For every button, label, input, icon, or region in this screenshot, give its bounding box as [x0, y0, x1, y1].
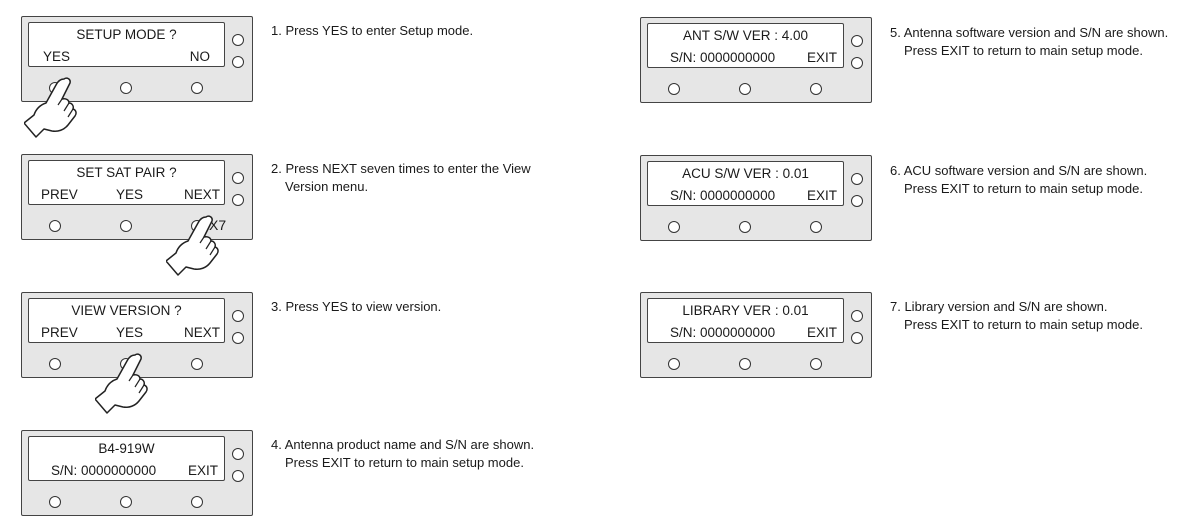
softkey-label-center: YES	[116, 187, 144, 202]
softkey-label-right: EXIT	[806, 325, 837, 340]
serial-number-label: S/N: 0000000000	[670, 50, 776, 65]
softkey-label-left: PREV	[41, 187, 78, 202]
soft-button-center[interactable]	[739, 358, 751, 370]
step-line: 2. Press NEXT seven times to enter the V…	[271, 161, 531, 176]
lcd-screen: VIEW VERSION ? PREV YES NEXT	[28, 298, 225, 343]
soft-button-right[interactable]	[810, 358, 822, 370]
soft-button-right[interactable]	[191, 358, 203, 370]
softkey-label-right: EXIT	[806, 188, 837, 203]
panel-product-name: B4-919W S/N: 0000000000 EXIT	[21, 430, 253, 516]
side-button-top[interactable]	[232, 172, 244, 184]
side-button-bottom[interactable]	[851, 195, 863, 207]
step-2-text: 2. Press NEXT seven times to enter the V…	[271, 160, 531, 196]
step-line: 4. Antenna product name and S/N are show…	[271, 437, 535, 452]
side-button-top[interactable]	[232, 448, 244, 460]
side-button-bottom[interactable]	[232, 332, 244, 344]
step-line: 6. ACU software version and S/N are show…	[890, 163, 1148, 178]
step-line-continued: Press EXIT to return to main setup mode.	[904, 181, 1143, 196]
step-6-text: 6. ACU software version and S/N are show…	[890, 162, 1147, 198]
side-button-top[interactable]	[851, 173, 863, 185]
lcd-line1: SET SAT PAIR ?	[76, 165, 177, 180]
softkey-label-right: NO	[189, 49, 210, 64]
soft-button-right[interactable]	[191, 82, 203, 94]
side-button-bottom[interactable]	[232, 56, 244, 68]
side-button-bottom[interactable]	[851, 57, 863, 69]
step-5-text: 5. Antenna software version and S/N are …	[890, 24, 1168, 60]
side-button-bottom[interactable]	[232, 194, 244, 206]
serial-number-label: S/N: 0000000000	[670, 188, 776, 203]
panel-setup-mode: SETUP MODE ? YES NO	[21, 16, 253, 102]
lcd-line1: ACU S/W VER : 0.01	[682, 166, 809, 181]
pointing-hand-icon	[166, 215, 219, 276]
pointing-hand-icon	[95, 353, 148, 414]
repeat-count-label: X7	[209, 217, 227, 233]
soft-button-right[interactable]	[810, 83, 822, 95]
softkey-label-left: YES	[43, 49, 71, 64]
lcd-line1: SETUP MODE ?	[76, 27, 177, 42]
lcd-screen: SET SAT PAIR ? PREV YES NEXT	[28, 160, 225, 205]
side-button-top[interactable]	[851, 310, 863, 322]
soft-button-center[interactable]	[739, 83, 751, 95]
soft-button-left[interactable]	[668, 83, 680, 95]
panel-view-version: VIEW VERSION ? PREV YES NEXT	[21, 292, 253, 378]
step-7-text: 7. Library version and S/N are shown. Pr…	[890, 298, 1143, 334]
serial-number-label: S/N: 0000000000	[670, 325, 776, 340]
step-line: 1. Press YES to enter Setup mode.	[271, 23, 474, 38]
lcd-line1: ANT S/W VER : 4.00	[682, 28, 809, 43]
panel-ant-sw-version: ANT S/W VER : 4.00 S/N: 0000000000 EXIT	[640, 17, 872, 103]
step-1-text: 1. Press YES to enter Setup mode.	[271, 22, 473, 40]
soft-button-left[interactable]	[668, 221, 680, 233]
soft-button-center[interactable]	[120, 82, 132, 94]
softkey-label-left: PREV	[41, 325, 78, 340]
step-line: 3. Press YES to view version.	[271, 299, 442, 314]
lcd-screen: B4-919W S/N: 0000000000 EXIT	[28, 436, 225, 481]
softkey-label-right: EXIT	[806, 50, 837, 65]
softkey-label-right: NEXT	[183, 325, 220, 340]
softkey-label-center: YES	[116, 325, 144, 340]
step-line-continued: Version menu.	[285, 179, 369, 194]
softkey-label-right: EXIT	[187, 463, 218, 478]
step-line-continued: Press EXIT to return to main setup mode.	[904, 317, 1143, 332]
side-button-bottom[interactable]	[232, 470, 244, 482]
lcd-line1: LIBRARY VER : 0.01	[682, 303, 809, 318]
soft-button-center[interactable]	[739, 221, 751, 233]
soft-button-center[interactable]	[120, 220, 132, 232]
step-line-continued: Press EXIT to return to main setup mode.	[285, 455, 524, 470]
lcd-screen: SETUP MODE ? YES NO	[28, 22, 225, 67]
panel-acu-sw-version: ACU S/W VER : 0.01 S/N: 0000000000 EXIT	[640, 155, 872, 241]
step-3-text: 3. Press YES to view version.	[271, 298, 441, 316]
step-line: 5. Antenna software version and S/N are …	[890, 25, 1169, 40]
panel-library-version: LIBRARY VER : 0.01 S/N: 0000000000 EXIT	[640, 292, 872, 378]
lcd-screen: ANT S/W VER : 4.00 S/N: 0000000000 EXIT	[647, 23, 844, 68]
soft-button-left[interactable]	[668, 358, 680, 370]
soft-button-left[interactable]	[49, 358, 61, 370]
step-4-text: 4. Antenna product name and S/N are show…	[271, 436, 534, 472]
lcd-screen: LIBRARY VER : 0.01 S/N: 0000000000 EXIT	[647, 298, 844, 343]
serial-number-label: S/N: 0000000000	[51, 463, 157, 478]
soft-button-left[interactable]	[49, 220, 61, 232]
soft-button-left[interactable]	[49, 496, 61, 508]
soft-button-right[interactable]	[191, 496, 203, 508]
step-line-continued: Press EXIT to return to main setup mode.	[904, 43, 1143, 58]
side-button-top[interactable]	[232, 34, 244, 46]
lcd-line1: VIEW VERSION ?	[71, 303, 182, 318]
lcd-screen: ACU S/W VER : 0.01 S/N: 0000000000 EXIT	[647, 161, 844, 206]
softkey-label-right: NEXT	[183, 187, 220, 202]
soft-button-center[interactable]	[120, 496, 132, 508]
side-button-top[interactable]	[851, 35, 863, 47]
step-line: 7. Library version and S/N are shown.	[890, 299, 1108, 314]
soft-button-right[interactable]	[810, 221, 822, 233]
panel-set-sat-pair: SET SAT PAIR ? PREV YES NEXT	[21, 154, 253, 240]
side-button-bottom[interactable]	[851, 332, 863, 344]
pointing-hand-icon	[24, 77, 77, 138]
lcd-line1: B4-919W	[98, 441, 155, 456]
side-button-top[interactable]	[232, 310, 244, 322]
